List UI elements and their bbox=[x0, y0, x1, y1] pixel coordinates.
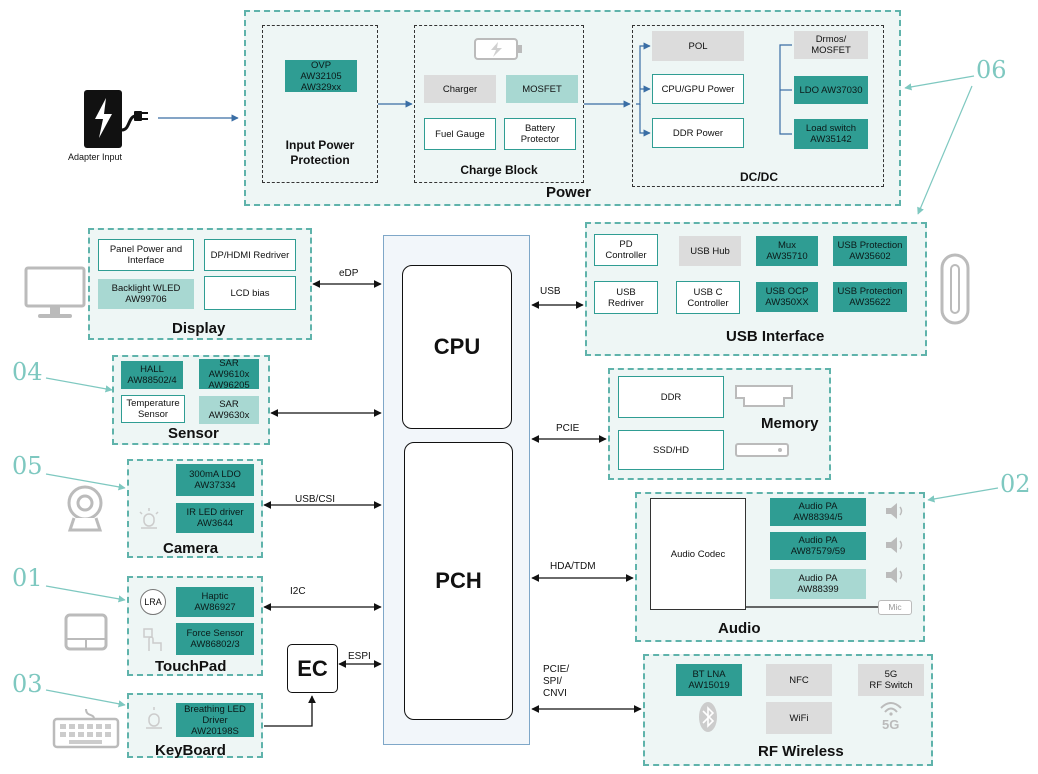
dcdc-title: DC/DC bbox=[740, 170, 778, 184]
audio-pa3-block: Audio PA AW88399 bbox=[770, 569, 866, 599]
bluetooth-icon bbox=[699, 702, 717, 732]
backlight-wled-block: Backlight WLED AW99706 bbox=[98, 279, 194, 309]
drive-icon bbox=[735, 443, 789, 457]
speaker-icon bbox=[886, 567, 903, 583]
audio-pa1-block: Audio PA AW88394/5 bbox=[770, 498, 866, 526]
keyboard-led-icon bbox=[146, 707, 162, 729]
rf-switch-block: 5G RF Switch bbox=[858, 664, 924, 696]
usb-protection-2-block: USB Protection AW35622 bbox=[833, 282, 907, 312]
usb-ocp-block: USB OCP AW350XX bbox=[756, 282, 818, 312]
usb-interface-title: USB Interface bbox=[726, 328, 825, 345]
breathing-led-block: Breathing LED Driver AW20198S bbox=[176, 703, 254, 737]
dp-hdmi-redriver-block: DP/HDMI Redriver bbox=[204, 239, 296, 271]
ram-module-icon bbox=[735, 385, 793, 407]
cpu-gpu-power-block: CPU/GPU Power bbox=[652, 74, 744, 104]
ssd-block: SSD/HD bbox=[618, 430, 724, 470]
pd-controller-block: PD Controller bbox=[594, 234, 658, 266]
nfc-block: NFC bbox=[766, 664, 832, 696]
fuel-gauge-block: Fuel Gauge bbox=[424, 118, 496, 150]
touch-hand-icon bbox=[143, 628, 162, 651]
link-hda-tdm: HDA/TDM bbox=[550, 561, 596, 572]
sar1-block: SAR AW9610x AW96205 bbox=[199, 358, 259, 391]
cpu-block: CPU bbox=[402, 265, 512, 429]
link-i2c: I2C bbox=[290, 586, 306, 597]
adapter-plug-icon bbox=[84, 90, 148, 148]
ec-block: EC bbox=[287, 644, 338, 693]
usb-c-controller-block: USB C Controller bbox=[676, 281, 740, 314]
ddr-power-block: DDR Power bbox=[652, 118, 744, 148]
keyboard-title: KeyBoard bbox=[155, 742, 226, 759]
rf-wireless-title: RF Wireless bbox=[758, 743, 844, 760]
usb-c-port-icon bbox=[940, 253, 970, 325]
input-protection-title: Input Power Protection bbox=[285, 138, 355, 167]
callout-06: 06 bbox=[976, 56, 1007, 84]
load-switch-block: Load switch AW35142 bbox=[794, 119, 868, 149]
mux-block: Mux AW35710 bbox=[756, 236, 818, 266]
keyboard-icon bbox=[52, 708, 120, 749]
callout-02: 02 bbox=[1000, 470, 1031, 498]
audio-title: Audio bbox=[718, 620, 761, 637]
monitor-icon bbox=[24, 266, 86, 318]
battery-protector-block: Battery Protector bbox=[504, 118, 576, 150]
audio-pa2-block: Audio PA AW87579/59 bbox=[770, 532, 866, 560]
link-usb: USB bbox=[540, 286, 561, 297]
ddr-block: DDR bbox=[618, 376, 724, 418]
lra-block: LRA bbox=[140, 589, 166, 615]
touchpad-title: TouchPad bbox=[155, 658, 227, 675]
speaker-icon bbox=[886, 537, 903, 553]
ir-led-icon bbox=[139, 508, 159, 529]
force-sensor-block: Force Sensor AW86802/3 bbox=[176, 623, 254, 655]
wifi-block: WiFi bbox=[766, 702, 832, 734]
bt-lna-block: BT LNA AW15019 bbox=[676, 664, 742, 696]
drmos-block: Drmos/ MOSFET bbox=[794, 31, 868, 59]
input-protection-box bbox=[262, 25, 378, 183]
pol-block: POL bbox=[652, 31, 744, 61]
callout-03: 03 bbox=[12, 670, 43, 698]
sar2-block: SAR AW9630x bbox=[199, 396, 259, 424]
pch-block: PCH bbox=[404, 442, 513, 720]
link-usb-csi: USB/CSI bbox=[295, 494, 336, 505]
sensor-title: Sensor bbox=[168, 425, 219, 442]
camera-title: Camera bbox=[163, 540, 219, 557]
memory-title: Memory bbox=[761, 415, 819, 432]
link-edp: eDP bbox=[339, 268, 359, 279]
panel-power-block: Panel Power and Interface bbox=[98, 239, 194, 271]
signal-5g-icon bbox=[880, 702, 902, 716]
power-title: Power bbox=[546, 184, 592, 201]
camera-ldo-block: 300mA LDO AW37334 bbox=[176, 464, 254, 496]
webcam-icon bbox=[67, 485, 103, 532]
ldo-aw37030-block: LDO AW37030 bbox=[794, 76, 868, 104]
temperature-sensor-block: Temperature Sensor bbox=[121, 395, 185, 423]
touchpad-icon bbox=[64, 613, 108, 651]
hall-block: HALL AW88502/4 bbox=[121, 361, 183, 389]
display-title: Display bbox=[172, 320, 226, 337]
audio-codec-block: Audio Codec bbox=[650, 498, 746, 610]
fiveg-label: 5G bbox=[882, 717, 900, 732]
link-espi: ESPI bbox=[348, 651, 371, 662]
charge-block-title: Charge Block bbox=[460, 163, 538, 177]
callout-01: 01 bbox=[12, 564, 43, 592]
usb-protection-1-block: USB Protection AW35602 bbox=[833, 236, 907, 266]
adapter-label: Adapter Input bbox=[68, 152, 123, 162]
usb-redriver-block: USB Redriver bbox=[594, 281, 658, 314]
usb-hub-block: USB Hub bbox=[679, 236, 741, 266]
callout-05: 05 bbox=[12, 452, 43, 480]
charger-block: Charger bbox=[424, 75, 496, 103]
mosfet-block: MOSFET bbox=[506, 75, 578, 103]
lcd-bias-block: LCD bias bbox=[204, 276, 296, 310]
callout-04: 04 bbox=[12, 358, 43, 386]
mic-icon: Mic bbox=[878, 600, 912, 615]
link-pcie: PCIE bbox=[556, 423, 580, 434]
battery-charging-icon bbox=[474, 38, 522, 60]
speaker-icon bbox=[886, 503, 903, 519]
ir-led-driver-block: IR LED driver AW3644 bbox=[176, 503, 254, 533]
haptic-block: Haptic AW86927 bbox=[176, 587, 254, 617]
link-pcie-spi-cnvi: PCIE/ SPI/ CNVI bbox=[543, 664, 570, 699]
ovp-block: OVP AW32105 AW329xx bbox=[285, 60, 357, 93]
